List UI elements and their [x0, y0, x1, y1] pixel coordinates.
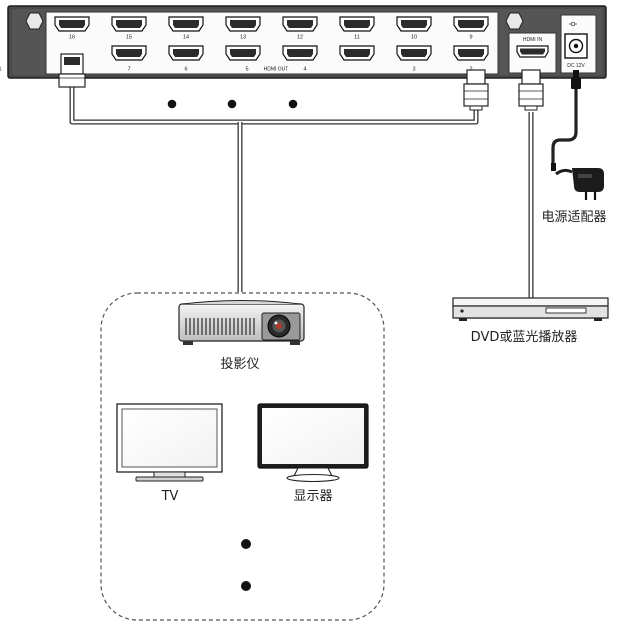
projector-label: 投影仪 — [220, 356, 259, 372]
top-port-row: 16 15 14 13 12 11 10 9 — [54, 16, 489, 41]
hdmi-in-label: HDMI IN — [523, 37, 543, 43]
hdmi-out-port-top-4[interactable] — [282, 16, 318, 32]
power-adapter-label: 电源适配器 — [541, 210, 606, 225]
hdmi-plug-1 — [463, 69, 489, 111]
port-number-label: 7 — [127, 67, 130, 73]
hdmi-out-port-bottom-5[interactable] — [339, 45, 375, 61]
hdmi-out-port-top-5[interactable] — [339, 16, 375, 32]
monitor-icon — [257, 403, 369, 483]
port-number-label: 3 — [412, 67, 415, 73]
port-number-label: 1 — [0, 67, 2, 73]
power-cable — [551, 88, 578, 164]
port-number-label: 5 — [245, 67, 248, 73]
hdmi-out-port-top-2[interactable] — [168, 16, 204, 32]
dc-label: DC 12V — [567, 63, 585, 69]
port-number-label: 14 — [183, 35, 189, 41]
source-label: DVD或蓝光播放器 — [471, 330, 578, 345]
hdmi-plug-16 — [58, 53, 86, 88]
more-displays-dot — [241, 581, 251, 591]
more-outputs-dot — [288, 99, 298, 109]
port-number-label: 4 — [303, 67, 306, 73]
hdmi-out-port-bottom-1[interactable] — [111, 45, 147, 61]
hdmi-out-port-bottom-7[interactable] — [453, 45, 489, 61]
more-displays-dot — [241, 539, 251, 549]
hdmi-out-label: HDMI OUT — [264, 67, 289, 73]
display-group — [100, 292, 385, 621]
port-number-label: 12 — [297, 35, 303, 41]
port-number-label: 10 — [411, 35, 417, 41]
hdmi-out-port-bottom-3[interactable] — [225, 45, 261, 61]
port-number-label: 9 — [469, 35, 472, 41]
port-number-label: 15 — [126, 35, 132, 41]
chassis-screw-left — [25, 12, 44, 30]
hdmi-out-port-bottom-6[interactable] — [396, 45, 432, 61]
hdmi-out-port-bottom-2[interactable] — [168, 45, 204, 61]
dc-polarity-icon — [569, 21, 577, 27]
output-cable-16 — [69, 83, 479, 125]
hdmi-plug-input — [518, 69, 544, 111]
hdmi-out-port-top-7[interactable] — [453, 16, 489, 32]
more-outputs-dot — [227, 99, 237, 109]
monitor-label: 显示器 — [293, 489, 332, 504]
port-number-label: 11 — [354, 35, 360, 41]
more-outputs-dot — [167, 99, 177, 109]
port-number-label: 13 — [240, 35, 246, 41]
hdmi-out-port-top-3[interactable] — [225, 16, 261, 32]
tv-label: TV — [161, 489, 179, 504]
hdmi-out-port-top-6[interactable] — [396, 16, 432, 32]
power-adapter-icon — [551, 163, 604, 200]
bottom-port-row: 7654321 — [0, 45, 489, 73]
dc-plug — [571, 70, 581, 89]
port-number-label: 16 — [69, 35, 75, 41]
chassis-screw-right — [505, 12, 524, 30]
hdmi-out-port-top-0[interactable] — [54, 16, 90, 32]
projector-icon — [178, 300, 305, 345]
dvd-player-icon — [452, 297, 609, 321]
port-number-label: 6 — [184, 67, 187, 73]
hdmi-out-port-top-1[interactable] — [111, 16, 147, 32]
tv-icon — [116, 403, 223, 482]
hdmi-out-port-bottom-4[interactable] — [282, 45, 318, 61]
